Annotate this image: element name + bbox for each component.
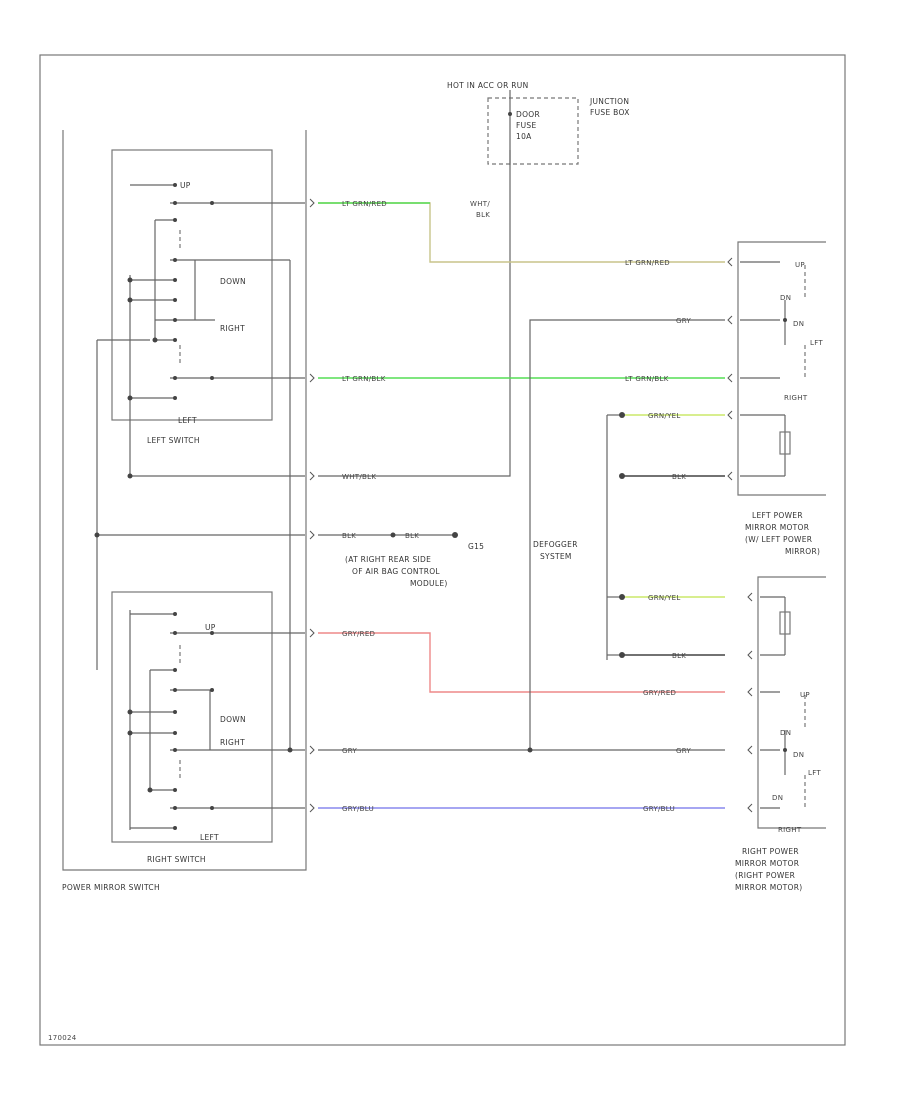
- down-left-label: DOWN: [220, 277, 246, 286]
- left-mirror-internals: [740, 261, 806, 477]
- connectors: [309, 198, 753, 813]
- wire-wht-blk: [318, 150, 511, 477]
- wire-label-grn-yel-2: GRN/YEL: [648, 594, 681, 602]
- ground-g15: [452, 532, 458, 538]
- wire-label-gry-blu-2: GRY/BLU: [643, 805, 675, 813]
- right-mirror-motor-box: [757, 576, 826, 829]
- wire-label-wht-blk: WHT/BLK: [342, 473, 376, 481]
- down-right-label: DOWN: [220, 715, 246, 724]
- right-switch-contacts: [127, 612, 305, 830]
- rm-dn-3: DN: [772, 794, 783, 802]
- left-mirror-motor-box: [737, 241, 826, 496]
- ground-id-label: G15: [468, 542, 484, 551]
- left-switch-label: LEFT SWITCH: [147, 436, 200, 445]
- rm-right: RIGHT: [778, 826, 802, 834]
- wire-label-gry-3: GRY: [676, 747, 691, 755]
- lm-right: RIGHT: [784, 394, 808, 402]
- lm-up: UP: [795, 261, 805, 269]
- wire-label-lt-grn-blk-2: LT GRN/BLK: [625, 375, 669, 383]
- right-mirror-internals: [760, 596, 806, 809]
- ground-desc-1: (AT RIGHT REAR SIDE: [345, 555, 431, 564]
- wire-label-gry-2: GRY: [342, 747, 357, 755]
- right-switch-label: RIGHT SWITCH: [147, 855, 206, 864]
- defogger-label-2: SYSTEM: [540, 552, 572, 561]
- left-mirror-label-4: MIRROR): [785, 547, 820, 556]
- wire-gry-red: [318, 632, 725, 693]
- right-mirror-label-3: (RIGHT POWER: [735, 871, 795, 880]
- rm-dn-2: DN: [793, 751, 804, 759]
- right-mirror-label-4: MIRROR MOTOR): [735, 883, 803, 892]
- rm-dn-1: DN: [780, 729, 791, 737]
- wht-blk-label: WHT/: [470, 200, 490, 208]
- door-fuse-rating: 10A: [516, 132, 532, 141]
- right-mirror-label-2: MIRROR MOTOR: [735, 859, 799, 868]
- left-mirror-label-3: (W/ LEFT POWER: [745, 535, 812, 544]
- ground-desc-3: MODULE): [410, 579, 448, 588]
- lm-dn-1: DN: [780, 294, 791, 302]
- wire-label-gry-1: GRY: [676, 317, 691, 325]
- hot-in-label: HOT IN ACC OR RUN: [447, 81, 528, 90]
- right-switch-box: [111, 591, 273, 843]
- wire-label-gry-blu-1: GRY/BLU: [342, 805, 374, 813]
- left-mirror-label-1: LEFT POWER: [752, 511, 803, 520]
- wire-label-blk-ground-2: BLK: [405, 532, 419, 540]
- ground-desc-2: OF AIR BAG CONTROL: [352, 567, 440, 576]
- junction-label: JUNCTION: [589, 97, 629, 106]
- left-switch-contacts: [127, 183, 305, 401]
- wire-label-grn-yel-1: GRN/YEL: [648, 412, 681, 420]
- wire-label-blk-2: BLK: [672, 652, 686, 660]
- left-left-label: LEFT: [178, 416, 197, 425]
- junction-label-2: FUSE BOX: [590, 108, 630, 117]
- wht-blk-label-2: BLK: [476, 211, 490, 219]
- right-mirror-label-1: RIGHT POWER: [742, 847, 799, 856]
- wire-label-gry-red-2: GRY/RED: [643, 689, 676, 697]
- junction-fuse-box: [487, 97, 579, 165]
- wire-label-lt-grn-blk-1: LT GRN/BLK: [342, 375, 386, 383]
- left-mirror-label-2: MIRROR MOTOR: [745, 523, 809, 532]
- rm-lft: LFT: [808, 769, 821, 777]
- wire-label-lt-grn-red-2: LT GRN/RED: [625, 259, 670, 267]
- rm-up: UP: [800, 691, 810, 699]
- wire-label-blk-1: BLK: [672, 473, 686, 481]
- up-left-label: UP: [180, 181, 191, 190]
- lm-dn-2: DN: [793, 320, 804, 328]
- wire-label-lt-grn-red-1: LT GRN/RED: [342, 200, 387, 208]
- power-mirror-switch-label: POWER MIRROR SWITCH: [62, 883, 160, 892]
- door-fuse-label-2: FUSE: [516, 121, 537, 130]
- diagram-frame: [39, 54, 846, 1046]
- wire-lt-grn-red: [318, 202, 725, 263]
- up-right-label: UP: [205, 623, 216, 632]
- wire-gry-upper: [529, 319, 725, 750]
- wire-label-blk-ground: BLK: [342, 532, 356, 540]
- right-left-label: RIGHT: [220, 324, 245, 333]
- diagram-code: 170024: [48, 1034, 77, 1042]
- left-right-label: LEFT: [200, 833, 219, 842]
- wire-label-gry-red-1: GRY/RED: [342, 630, 375, 638]
- right-right-label: RIGHT: [220, 738, 245, 747]
- power-mirror-switch-box: [62, 130, 307, 871]
- defogger-label: DEFOGGER: [533, 540, 578, 549]
- left-switch-box: [111, 149, 273, 421]
- lm-lft: LFT: [810, 339, 823, 347]
- door-fuse-label: DOOR: [516, 110, 540, 119]
